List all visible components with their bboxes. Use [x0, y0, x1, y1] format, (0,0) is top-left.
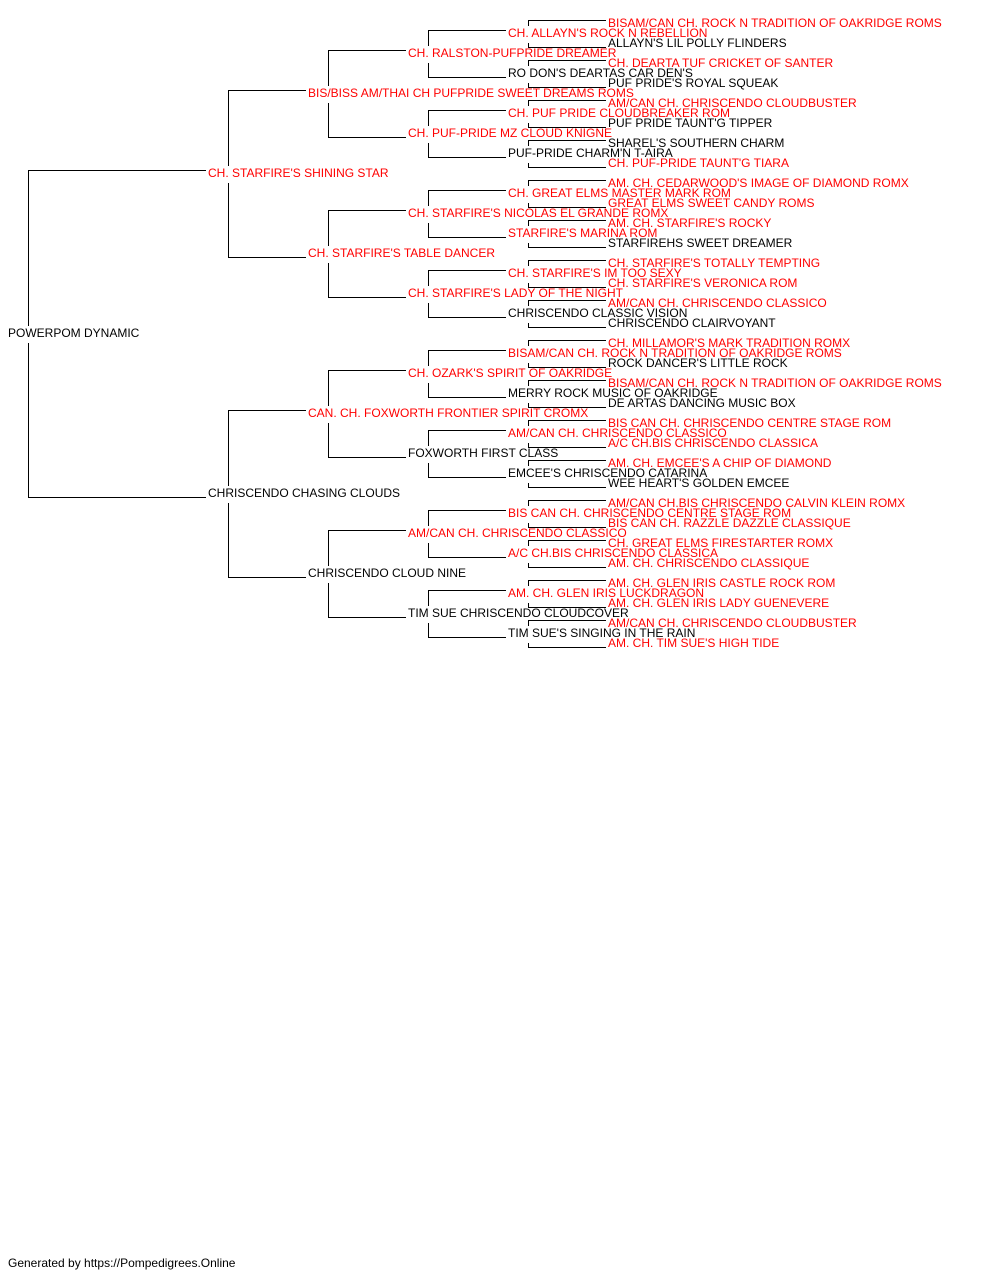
ancestor-name-gen4: TIM SUE'S SINGING IN THE RAIN [508, 626, 695, 640]
ancestor-name-gen4: CH. ALLAYN'S ROCK N REBELLION [508, 26, 707, 40]
ancestor-name-gen4: PUF-PRIDE CHARM'N T-AIRA [508, 146, 673, 160]
ancestor-name-gen5: CH. DEARTA TUF CRICKET OF SANTER [608, 56, 833, 70]
ancestor-name-gen5: ALLAYN'S LIL POLLY FLINDERS [608, 36, 787, 50]
ancestor-name-gen3: CH. PUF-PRIDE MZ CLOUD KNIGNE [408, 126, 612, 140]
ancestor-name-gen5: WEE HEART'S GOLDEN EMCEE [608, 476, 789, 490]
pedigree-connectors [28, 20, 606, 648]
ancestor-name-gen0: POWERPOM DYNAMIC [8, 326, 140, 340]
ancestor-name-gen2: CHRISCENDO CLOUD NINE [308, 566, 466, 580]
ancestor-name-gen4: BISAM/CAN CH. ROCK N TRADITION OF OAKRID… [508, 346, 842, 360]
ancestor-name-gen5: AM. CH. STARFIRE'S ROCKY [608, 216, 771, 230]
ancestor-name-gen5: CH. STARFIRE'S VERONICA ROM [608, 276, 797, 290]
ancestor-name-gen5: AM. CH. GLEN IRIS CASTLE ROCK ROM [608, 576, 835, 590]
ancestor-name-gen5: BISAM/CAN CH. ROCK N TRADITION OF OAKRID… [608, 16, 942, 30]
ancestor-name-gen1: CH. STARFIRE'S SHINING STAR [208, 166, 389, 180]
ancestor-name-gen4: CHRISCENDO CLASSIC VISION [508, 306, 687, 320]
ancestor-name-gen2: BIS/BISS AM/THAI CH PUFPRIDE SWEET DREAM… [308, 86, 634, 100]
ancestor-name-gen3: TIM SUE CHRISCENDO CLOUDCOVER [408, 606, 629, 620]
ancestor-name-gen4: A/C CH.BIS CHRISCENDO CLASSICA [508, 546, 718, 560]
ancestor-name-gen5: AM/CAN CH. CHRISCENDO CLOUDBUSTER [608, 96, 857, 110]
ancestor-name-gen5: PUF PRIDE'S ROYAL SQUEAK [608, 76, 778, 90]
ancestor-name-gen2: CAN. CH. FOXWORTH FRONTIER SPIRIT CROMX [308, 406, 588, 420]
footer-credit: Generated by https://Pompedigrees.Online [8, 1256, 236, 1270]
ancestor-name-gen5: ROCK DANCER'S LITTLE ROCK [608, 356, 788, 370]
ancestor-name-gen5: CH. MILLAMOR'S MARK TRADITION ROMX [608, 336, 850, 350]
ancestor-name-gen5: CHRISCENDO CLAIRVOYANT [608, 316, 776, 330]
ancestor-name-gen3: AM/CAN CH. CHRISCENDO CLASSICO [408, 526, 627, 540]
ancestor-name-gen4: CH. GREAT ELMS MASTER MARK ROM [508, 186, 731, 200]
ancestor-name-gen4: BIS CAN CH. CHRISCENDO CENTRE STAGE ROM [508, 506, 791, 520]
ancestor-name-gen2: CH. STARFIRE'S TABLE DANCER [308, 246, 495, 260]
ancestor-name-gen5: AM. CH. GLEN IRIS LADY GUENEVERE [608, 596, 829, 610]
ancestor-name-gen5: A/C CH.BIS CHRISCENDO CLASSICA [608, 436, 818, 450]
ancestor-name-gen5: BISAM/CAN CH. ROCK N TRADITION OF OAKRID… [608, 376, 942, 390]
ancestor-name-gen3: CH. RALSTON-PUFPRIDE DREAMER [408, 46, 617, 60]
ancestor-name-gen1: CHRISCENDO CHASING CLOUDS [208, 486, 400, 500]
ancestor-name-gen4: STARFIRE'S MARINA ROM [508, 226, 657, 240]
ancestor-name-gen4: AM/CAN CH. CHRISCENDO CLASSICO [508, 426, 727, 440]
ancestor-name-gen5: BIS CAN CH. RAZZLE DAZZLE CLASSIQUE [608, 516, 851, 530]
ancestor-name-gen3: CH. STARFIRE'S NICOLAS EL GRANDE ROMX [408, 206, 668, 220]
ancestor-name-gen4: EMCEE'S CHRISCENDO CATARINA [508, 466, 707, 480]
pedigree-names: POWERPOM DYNAMIC CH. STARFIRE'S SHINING S… [8, 16, 942, 650]
ancestor-name-gen5: DE ARTAS DANCING MUSIC BOX [608, 396, 796, 410]
ancestor-name-gen5: AM/CAN CH. CHRISCENDO CLOUDBUSTER [608, 616, 857, 630]
ancestor-name-gen4: RO DON'S DEARTAS CAR DEN'S [508, 66, 693, 80]
ancestor-name-gen4: AM. CH. GLEN IRIS LUCKDRAGON [508, 586, 704, 600]
ancestor-name-gen5: BIS CAN CH. CHRISCENDO CENTRE STAGE ROM [608, 416, 891, 430]
ancestor-name-gen4: CH. PUF PRIDE CLOUDBREAKER ROM [508, 106, 730, 120]
ancestor-name-gen5: AM/CAN CH. CHRISCENDO CLASSICO [608, 296, 827, 310]
ancestor-name-gen4: MERRY ROCK MUSIC OF OAKRIDGE [508, 386, 718, 400]
ancestor-name-gen5: PUF PRIDE TAUNT'G TIPPER [608, 116, 773, 130]
ancestor-name-gen5: SHAREL'S SOUTHERN CHARM [608, 136, 784, 150]
ancestor-name-gen5: CH. STARFIRE'S TOTALLY TEMPTING [608, 256, 820, 270]
ancestor-name-gen5: AM. CH. CHRISCENDO CLASSIQUE [608, 556, 809, 570]
ancestor-name-gen4: CH. STARFIRE'S IM TOO SEXY [508, 266, 682, 280]
ancestor-name-gen3: CH. OZARK'S SPIRIT OF OAKRIDGE [408, 366, 612, 380]
ancestor-name-gen3: FOXWORTH FIRST CLASS [408, 446, 558, 460]
ancestor-name-gen5: GREAT ELMS SWEET CANDY ROMS [608, 196, 814, 210]
ancestor-name-gen5: AM. CH. EMCEE'S A CHIP OF DIAMOND [608, 456, 832, 470]
ancestor-name-gen5: AM. CH. CEDARWOOD'S IMAGE OF DIAMOND ROM… [608, 176, 909, 190]
ancestor-name-gen3: CH. STARFIRE'S LADY OF THE NIGHT [408, 286, 624, 300]
ancestor-name-gen5: CH. GREAT ELMS FIRESTARTER ROMX [608, 536, 833, 550]
ancestor-name-gen5: AM/CAN CH.BIS CHRISCENDO CALVIN KLEIN RO… [608, 496, 905, 510]
ancestor-name-gen5: CH. PUF-PRIDE TAUNT'G TIARA [608, 156, 789, 170]
ancestor-name-gen5: AM. CH. TIM SUE'S HIGH TIDE [608, 636, 779, 650]
ancestor-name-gen5: STARFIREHS SWEET DREAMER [608, 236, 793, 250]
